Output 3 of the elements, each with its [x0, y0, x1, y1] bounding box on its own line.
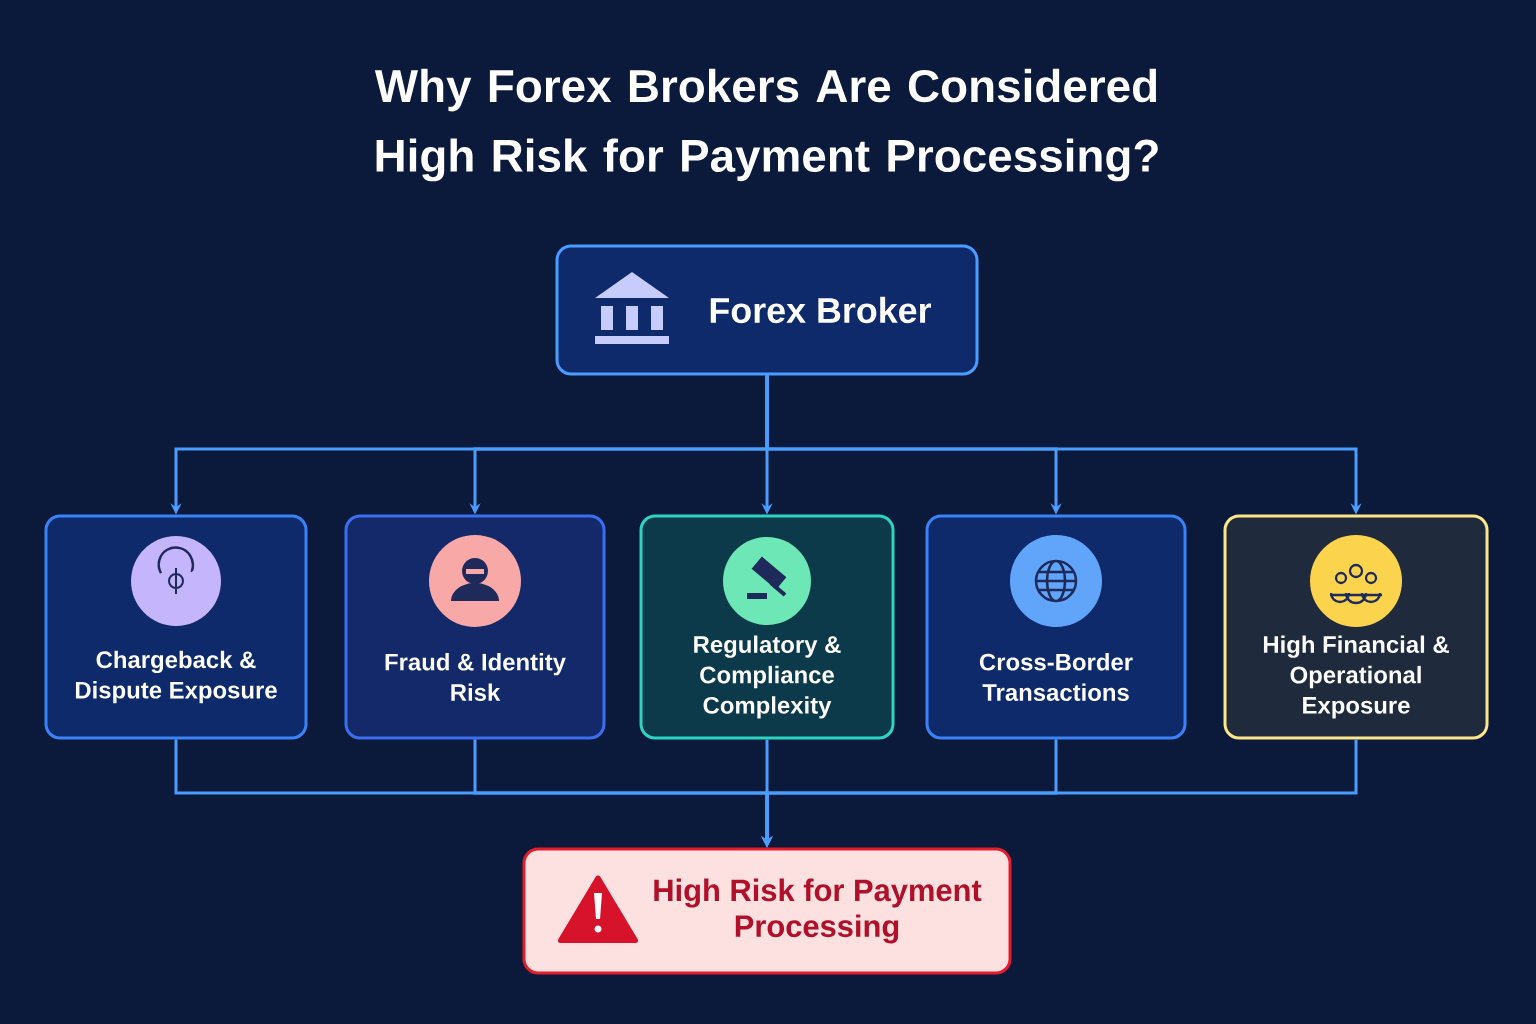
source-box: Forex Broker	[555, 244, 979, 376]
title: Why Forex Brokers Are Considered High Risk for Payment Processing?	[374, 68, 1158, 182]
result-box: High Risk for Payment Processing	[522, 847, 1012, 975]
